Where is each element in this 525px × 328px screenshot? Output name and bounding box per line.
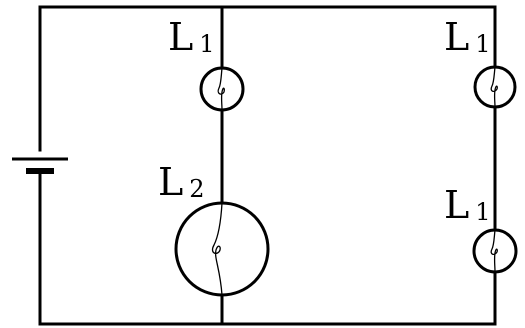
bulb-subscript: 1 bbox=[199, 30, 215, 58]
bulb-subscript: 1 bbox=[475, 30, 491, 58]
left-top-wire bbox=[38, 5, 497, 152]
bulb-subscript: 2 bbox=[189, 175, 205, 203]
left-bottom-wire bbox=[38, 170, 497, 326]
bulb-letter: L bbox=[444, 183, 470, 227]
bulb-letter: L bbox=[158, 160, 184, 204]
bulb-right-top bbox=[473, 65, 517, 109]
bulb-center-top bbox=[199, 66, 245, 112]
bulb-center-bottom bbox=[174, 201, 270, 297]
bulb-right-bottom bbox=[472, 228, 518, 274]
battery bbox=[12, 157, 68, 174]
bulb-letter: L bbox=[444, 15, 470, 59]
bulb-subscript: 1 bbox=[475, 198, 491, 226]
bulb-letter: L bbox=[168, 15, 194, 59]
